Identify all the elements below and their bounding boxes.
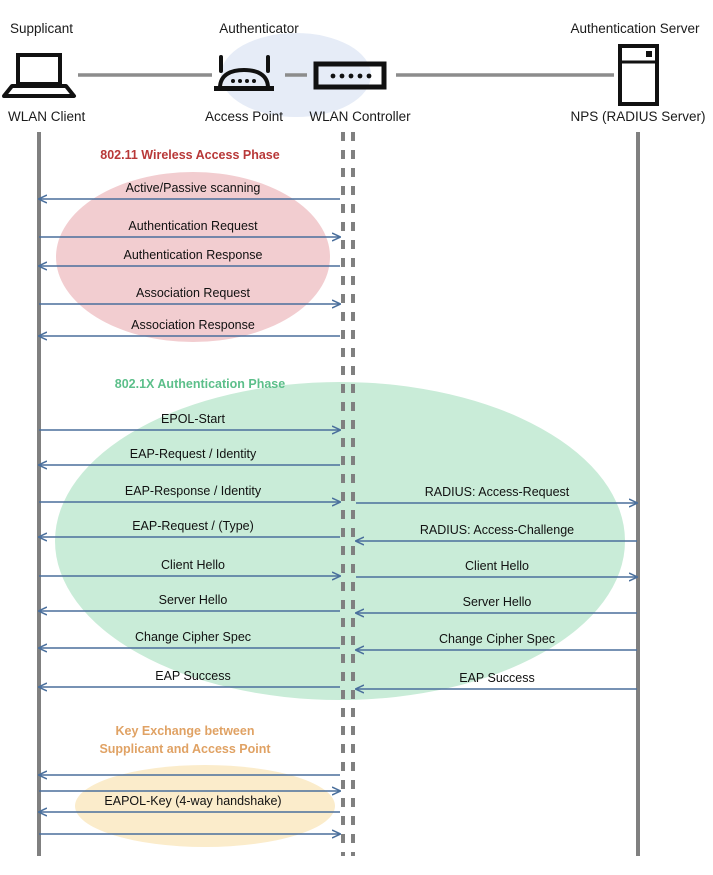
message-left-label: EAP-Request / Identity [130, 447, 257, 461]
laptop-icon [2, 53, 76, 98]
message-left-label: EAP Success [155, 669, 231, 683]
message-left-label: Active/Passive scanning [126, 181, 261, 195]
message-left-row: Active/Passive scanning [39, 181, 340, 199]
message-left-label: Server Hello [159, 593, 228, 607]
message-left-row: EAPOL-Key (4-way handshake) [39, 794, 340, 812]
phase-label-key-exchange-line1: Key Exchange between [116, 724, 255, 738]
message-right-label: Change Cipher Spec [439, 632, 555, 646]
actor-role-supplicant: Supplicant [10, 21, 73, 36]
message-right-row: Client Hello [356, 559, 637, 577]
message-left-row: EPOL-Start [39, 412, 340, 430]
lifelines [37, 132, 640, 856]
message-left-label: Change Cipher Spec [135, 630, 251, 644]
actor-role-authenticator: Authenticator [219, 21, 299, 36]
actor-name-wlan-controller: WLAN Controller [309, 109, 411, 124]
message-right-row: RADIUS: Access-Challenge [356, 523, 637, 541]
message-left-label: EAPOL-Key (4-way handshake) [104, 794, 281, 808]
message-left-row: EAP-Response / Identity [39, 484, 340, 502]
message-right-row: Server Hello [356, 595, 637, 613]
message-left-label: EAP-Request / (Type) [132, 519, 254, 533]
message-right-row: RADIUS: Access-Request [356, 485, 637, 503]
dot1x-phase-ellipse [55, 382, 625, 700]
message-left-row: Authentication Request [39, 219, 340, 237]
phase-ellipses [55, 33, 625, 847]
message-left-label: Client Hello [161, 558, 225, 572]
key-exchange-phase-ellipse [75, 765, 335, 847]
wireless-router-icon [214, 55, 274, 91]
wireless-access-phase-ellipse [56, 172, 330, 342]
message-left-label: EPOL-Start [161, 412, 225, 426]
actor-name-access-point: Access Point [205, 109, 283, 124]
message-right-row: EAP Success [356, 671, 637, 689]
server-rack-icon [618, 44, 659, 106]
message-right-row: Change Cipher Spec [356, 632, 637, 650]
message-left-label: EAP-Response / Identity [125, 484, 262, 498]
phase-label-wireless-access: 802.11 Wireless Access Phase [100, 148, 279, 162]
message-left-row: EAP-Request / Identity [39, 447, 340, 465]
message-right-label: Server Hello [463, 595, 532, 609]
message-left-row: Change Cipher Spec [39, 630, 340, 648]
message-left-row: Association Response [39, 318, 340, 336]
message-left-row: Client Hello [39, 558, 340, 576]
message-left-row: EAP-Request / (Type) [39, 519, 340, 537]
message-right-label: Client Hello [465, 559, 529, 573]
phase-label-dot1x-auth: 802.1X Authentication Phase [115, 377, 285, 391]
network-switch-icon [313, 61, 387, 90]
message-left-label: Authentication Request [128, 219, 258, 233]
message-left-row: Association Request [39, 286, 340, 304]
message-right-label: RADIUS: Access-Challenge [420, 523, 574, 537]
message-left-label: Association Response [131, 318, 255, 332]
actor-name-nps-radius: NPS (RADIUS Server) [570, 109, 705, 124]
message-left-row: Server Hello [39, 593, 340, 611]
phase-label-key-exchange-line2: Supplicant and Access Point [99, 742, 271, 756]
actor-role-authentication-server: Authentication Server [570, 21, 700, 36]
message-left-label: Authentication Response [124, 248, 263, 262]
message-right-label: EAP Success [459, 671, 535, 685]
message-left-row: Authentication Response [39, 248, 340, 266]
actor-name-wlan-client: WLAN Client [8, 109, 86, 124]
message-left-row: EAP Success [39, 669, 340, 687]
message-right-label: RADIUS: Access-Request [425, 485, 570, 499]
message-left-label: Association Request [136, 286, 250, 300]
